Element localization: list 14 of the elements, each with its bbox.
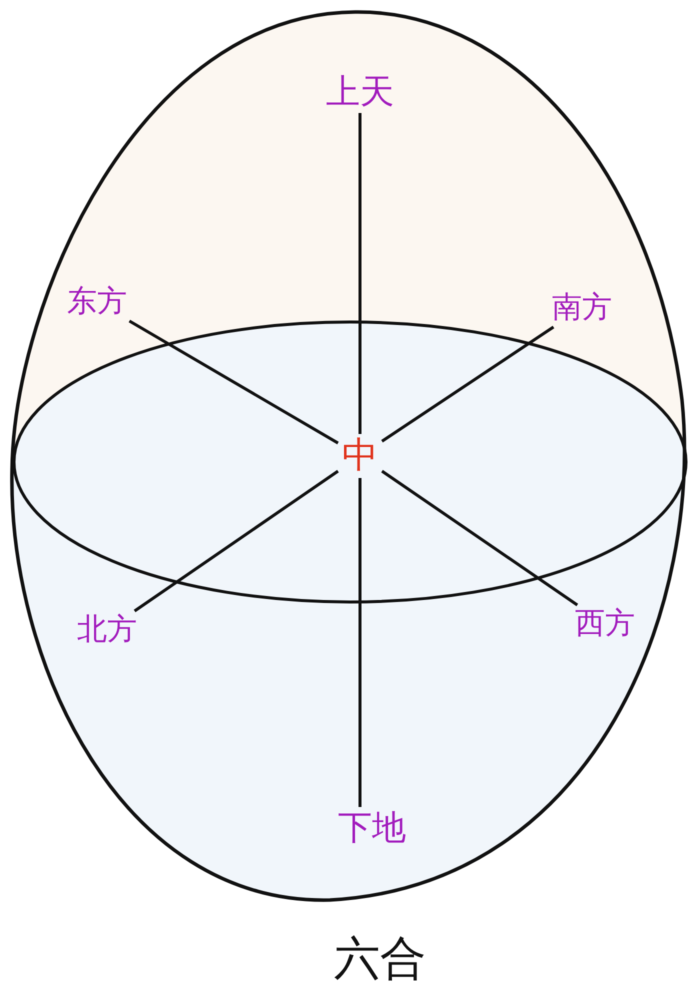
center-label: 中 [342,438,378,474]
connector-line [358,478,362,807]
connector-line [381,470,578,606]
direction-label: 北方 [77,615,137,645]
direction-label: 西方 [575,609,635,639]
caption-text: 六合 [334,935,426,981]
connector-line [381,326,554,443]
direction-label: 上天 [326,75,394,109]
connector-line [134,470,339,612]
connector-line [128,320,339,444]
connector-line [358,113,362,434]
direction-label: 东方 [67,287,127,317]
direction-label: 下地 [338,811,406,845]
direction-label: 南方 [552,293,612,323]
